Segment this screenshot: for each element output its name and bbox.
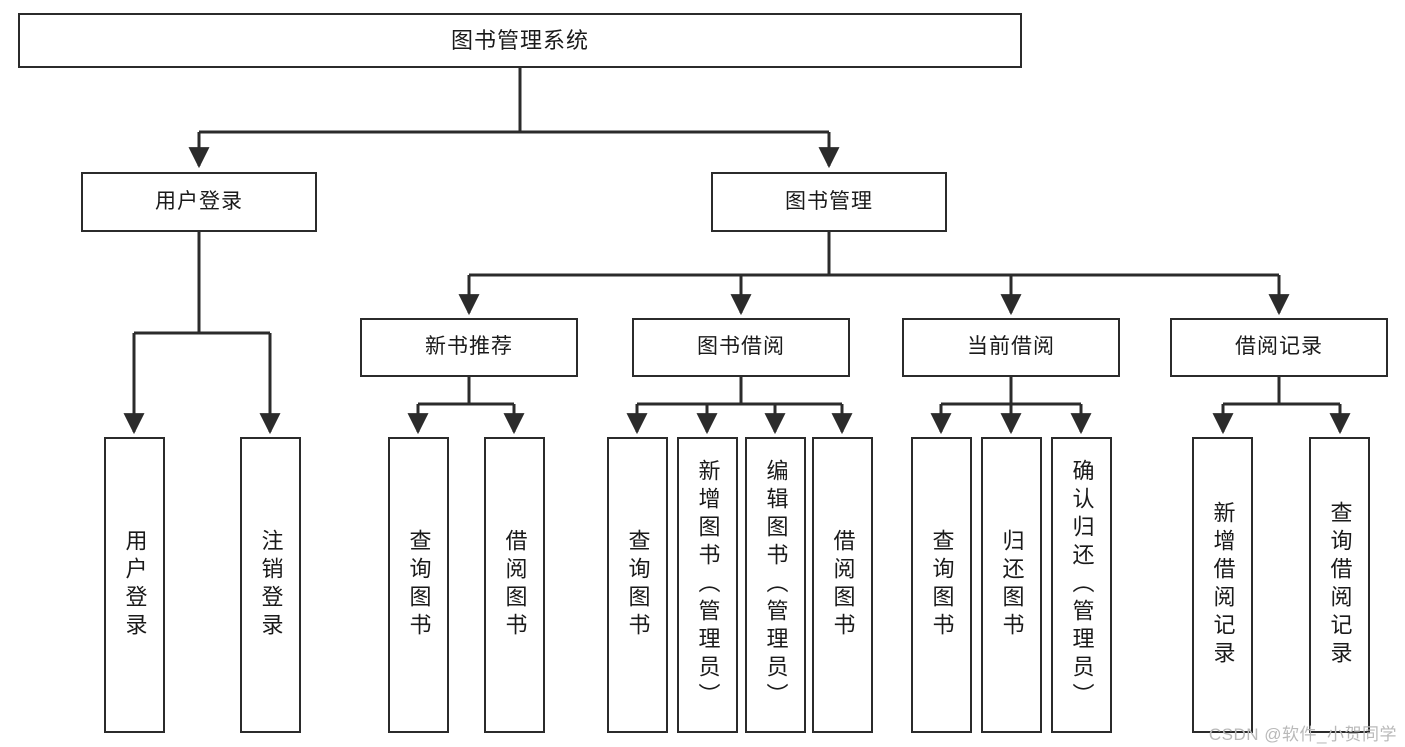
node-book-borrow[interactable]: 图书借阅 — [632, 318, 850, 377]
leaf-new-book-query[interactable]: 查询图书 — [388, 437, 449, 733]
leaf-borrow-record-add[interactable]: 新增借阅记录 — [1192, 437, 1253, 733]
node-label: 借阅图书 — [502, 529, 528, 641]
watermark-text: CSDN @软件_小贺同学 — [1208, 725, 1397, 744]
leaf-book-borrow-query[interactable]: 查询图书 — [607, 437, 668, 733]
node-label: 新增图书（管理员） — [695, 459, 721, 711]
node-label: 图书借阅 — [697, 335, 785, 359]
node-root-system[interactable]: 图书管理系统 — [18, 13, 1022, 68]
leaf-borrow-record-query[interactable]: 查询借阅记录 — [1309, 437, 1370, 733]
node-label: 注销登录 — [258, 529, 284, 641]
node-label: 查询图书 — [406, 529, 432, 641]
leaf-user-login-login[interactable]: 用户登录 — [104, 437, 165, 733]
leaf-book-borrow-edit[interactable]: 编辑图书（管理员） — [745, 437, 806, 733]
node-new-book-recommend[interactable]: 新书推荐 — [360, 318, 578, 377]
node-label: 归还图书 — [999, 529, 1025, 641]
leaf-current-borrow-query[interactable]: 查询图书 — [911, 437, 972, 733]
leaf-current-borrow-return[interactable]: 归还图书 — [981, 437, 1042, 733]
node-label: 用户登录 — [122, 529, 148, 641]
leaf-book-borrow-borrow[interactable]: 借阅图书 — [812, 437, 873, 733]
leaf-current-borrow-confirm-return[interactable]: 确认归还（管理员） — [1051, 437, 1112, 733]
node-user-login[interactable]: 用户登录 — [81, 172, 317, 232]
node-label: 查询图书 — [929, 529, 955, 641]
node-label: 新书推荐 — [425, 335, 513, 359]
node-label: 确认归还（管理员） — [1069, 459, 1095, 711]
node-label: 借阅图书 — [830, 529, 856, 641]
node-label: 用户登录 — [155, 189, 243, 213]
leaf-book-borrow-add[interactable]: 新增图书（管理员） — [677, 437, 738, 733]
node-label: 编辑图书（管理员） — [763, 459, 789, 711]
node-current-borrow[interactable]: 当前借阅 — [902, 318, 1120, 377]
node-label: 查询借阅记录 — [1327, 501, 1353, 669]
node-borrow-record[interactable]: 借阅记录 — [1170, 318, 1388, 377]
node-label: 查询图书 — [625, 529, 651, 641]
node-label: 图书管理 — [785, 189, 873, 213]
node-label: 借阅记录 — [1235, 335, 1323, 359]
leaf-user-login-logout[interactable]: 注销登录 — [240, 437, 301, 733]
node-book-management[interactable]: 图书管理 — [711, 172, 947, 232]
leaf-new-book-borrow[interactable]: 借阅图书 — [484, 437, 545, 733]
node-label: 图书管理系统 — [450, 27, 589, 53]
node-label: 新增借阅记录 — [1210, 501, 1236, 669]
node-label: 当前借阅 — [967, 335, 1055, 359]
